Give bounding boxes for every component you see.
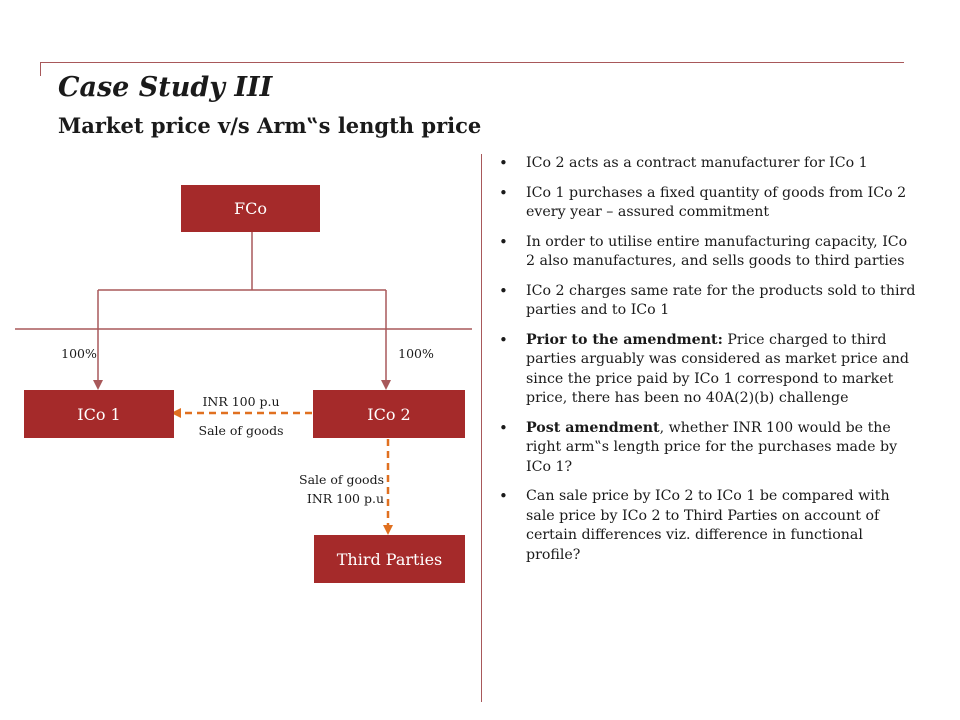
column-divider bbox=[481, 154, 482, 702]
label-sale-left: Sale of goods bbox=[199, 423, 284, 438]
bullet-item: Prior to the amendment: Price charged to… bbox=[496, 331, 916, 409]
page-title: Case Study III bbox=[58, 72, 273, 103]
box-fco-label: FCo bbox=[234, 199, 267, 218]
left-rule-tick bbox=[40, 62, 41, 76]
bullet-item: ICo 1 purchases a fixed quantity of good… bbox=[496, 184, 916, 223]
label-sale-down: Sale of goods bbox=[299, 472, 384, 487]
label-price-down: INR 100 p.u bbox=[307, 491, 384, 506]
label-ownership-right: 100% bbox=[398, 346, 434, 361]
box-ico1: ICo 1 bbox=[24, 390, 174, 438]
bullet-item: ICo 2 charges same rate for the products… bbox=[496, 282, 916, 321]
label-price-top: INR 100 p.u bbox=[202, 394, 279, 409]
box-ico2-label: ICo 2 bbox=[367, 405, 410, 424]
bullet-list: ICo 2 acts as a contract manufacturer fo… bbox=[496, 154, 916, 575]
box-fco: FCo bbox=[181, 185, 320, 232]
box-third-parties-label: Third Parties bbox=[337, 550, 443, 569]
bullet-item: In order to utilise entire manufacturing… bbox=[496, 233, 916, 272]
label-ownership-left: 100% bbox=[61, 346, 97, 361]
bullet-item: Can sale price by ICo 2 to ICo 1 be comp… bbox=[496, 487, 916, 565]
box-ico2: ICo 2 bbox=[313, 390, 465, 438]
bullet-item: Post amendment, whether INR 100 would be… bbox=[496, 419, 916, 478]
top-rule bbox=[40, 62, 904, 63]
box-ico1-label: ICo 1 bbox=[77, 405, 120, 424]
page-subtitle: Market price v/s Arm‟s length price bbox=[58, 113, 482, 138]
box-third-parties: Third Parties bbox=[314, 535, 465, 583]
bullet-item: ICo 2 acts as a contract manufacturer fo… bbox=[496, 154, 916, 174]
